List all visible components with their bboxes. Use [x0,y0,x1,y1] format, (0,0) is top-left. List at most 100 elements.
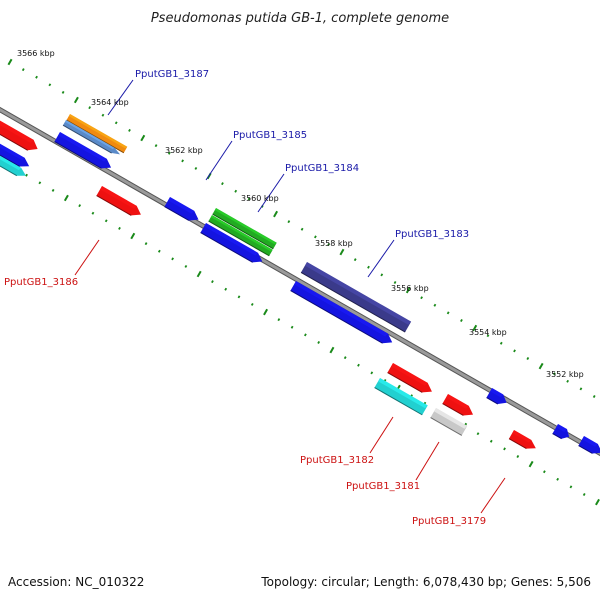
gene-3187-orange [66,114,128,154]
gene-label: PputGB1_3186 [4,277,78,288]
gene-highlight [168,197,195,214]
gene-edge [374,387,423,416]
gene-3182-cyan [374,378,428,416]
minor-tick [579,387,583,391]
minor-tick [433,303,437,307]
minor-tick [38,181,42,185]
gene-edge [96,195,132,216]
gene-label: PputGB1_3182 [300,455,374,466]
minor-tick [556,477,560,481]
gene-labels: PputGB1_3187PputGB1_3185PputGB1_3184Pput… [4,69,486,527]
gene-edge [62,124,112,154]
minor-tick [446,311,450,315]
gene-right-blue-1 [486,388,507,405]
major-tick [263,308,269,316]
gene-edge [0,154,20,167]
gene-body [374,378,428,415]
gene-highlight [204,223,259,256]
gene-highlight [0,120,34,143]
gene-highlight [210,215,273,252]
minor-tick [224,287,228,291]
minor-tick [582,493,586,496]
gene-edge [300,271,406,333]
minor-tick [592,395,596,398]
minor-tick [237,295,241,299]
scale-tick-label: 3558 kbp [315,239,353,248]
gene-highlight [100,186,137,209]
minor-tick [21,68,25,72]
gene-highlight [214,208,277,245]
minor-tick [420,296,423,300]
major-tick [73,96,79,104]
gene-edge [442,403,464,416]
gene-highlight [434,408,468,429]
minor-tick [327,242,331,246]
gene-3181-gray [430,408,468,436]
gene-3184-green [212,208,277,250]
gene-label: PputGB1_3179 [412,516,486,527]
minor-tick [370,371,374,375]
gene-label: PputGB1_3185 [233,130,307,141]
gene-left-red [0,120,38,151]
gene-3184-blue [200,223,263,263]
minor-tick [367,265,370,269]
map-title: Pseudomonas putida GB-1, complete genome [151,11,449,26]
topology-text: Topology: circular; Length: 6,078,430 bp… [260,575,591,589]
scale-tick-label: 3562 kbp [165,146,203,155]
inner-scale-track [0,156,600,506]
minor-tick [380,273,384,277]
gene-3181-red [442,394,474,416]
gene-right-blue-3 [578,436,600,454]
gene-highlight [512,430,532,443]
minor-tick [300,227,304,231]
scale-tick-label: 3552 kbp [546,370,584,379]
gene-edge [200,232,253,263]
gene-edge [508,438,527,450]
major-tick [472,324,478,332]
minor-tick [513,349,516,353]
gene-edge [290,290,383,344]
gene-left-cyan [0,155,26,177]
leader-line [74,239,100,276]
minor-tick [343,356,347,360]
gene-highlight [0,155,22,171]
minor-tick [503,447,506,451]
gene-edge [164,206,190,221]
minor-tick [287,220,291,224]
leader-line [107,79,134,116]
minor-tick [118,226,121,230]
minor-tick [460,318,463,322]
minor-tick [171,257,174,261]
minor-tick [553,372,556,376]
gene-highlight [582,436,598,447]
leader-line [367,239,395,278]
gene-body [430,408,468,436]
major-tick [273,210,279,218]
gene-highlight [64,120,115,150]
minor-tick [353,258,357,262]
gene-3182-red [387,363,432,393]
minor-tick [104,219,108,223]
minor-tick [128,128,131,132]
minor-tick [61,90,65,94]
major-tick [528,460,534,468]
major-tick [405,286,411,294]
gene-highlight [0,143,25,161]
gene-highlight [490,388,504,398]
minor-tick [194,166,198,170]
minor-tick [499,341,503,345]
minor-tick [154,144,158,148]
gene-edge [0,165,18,177]
gene-3183-blue [290,281,393,344]
gene-edge [212,213,274,250]
gene-edge [387,372,423,393]
gene-body [301,262,412,333]
minor-tick [35,75,38,79]
minor-tick [393,280,397,284]
minor-tick [167,151,171,155]
major-tick [339,248,345,256]
gene-left-blue [0,143,30,167]
minor-tick [157,249,161,253]
major-tick [63,194,69,202]
